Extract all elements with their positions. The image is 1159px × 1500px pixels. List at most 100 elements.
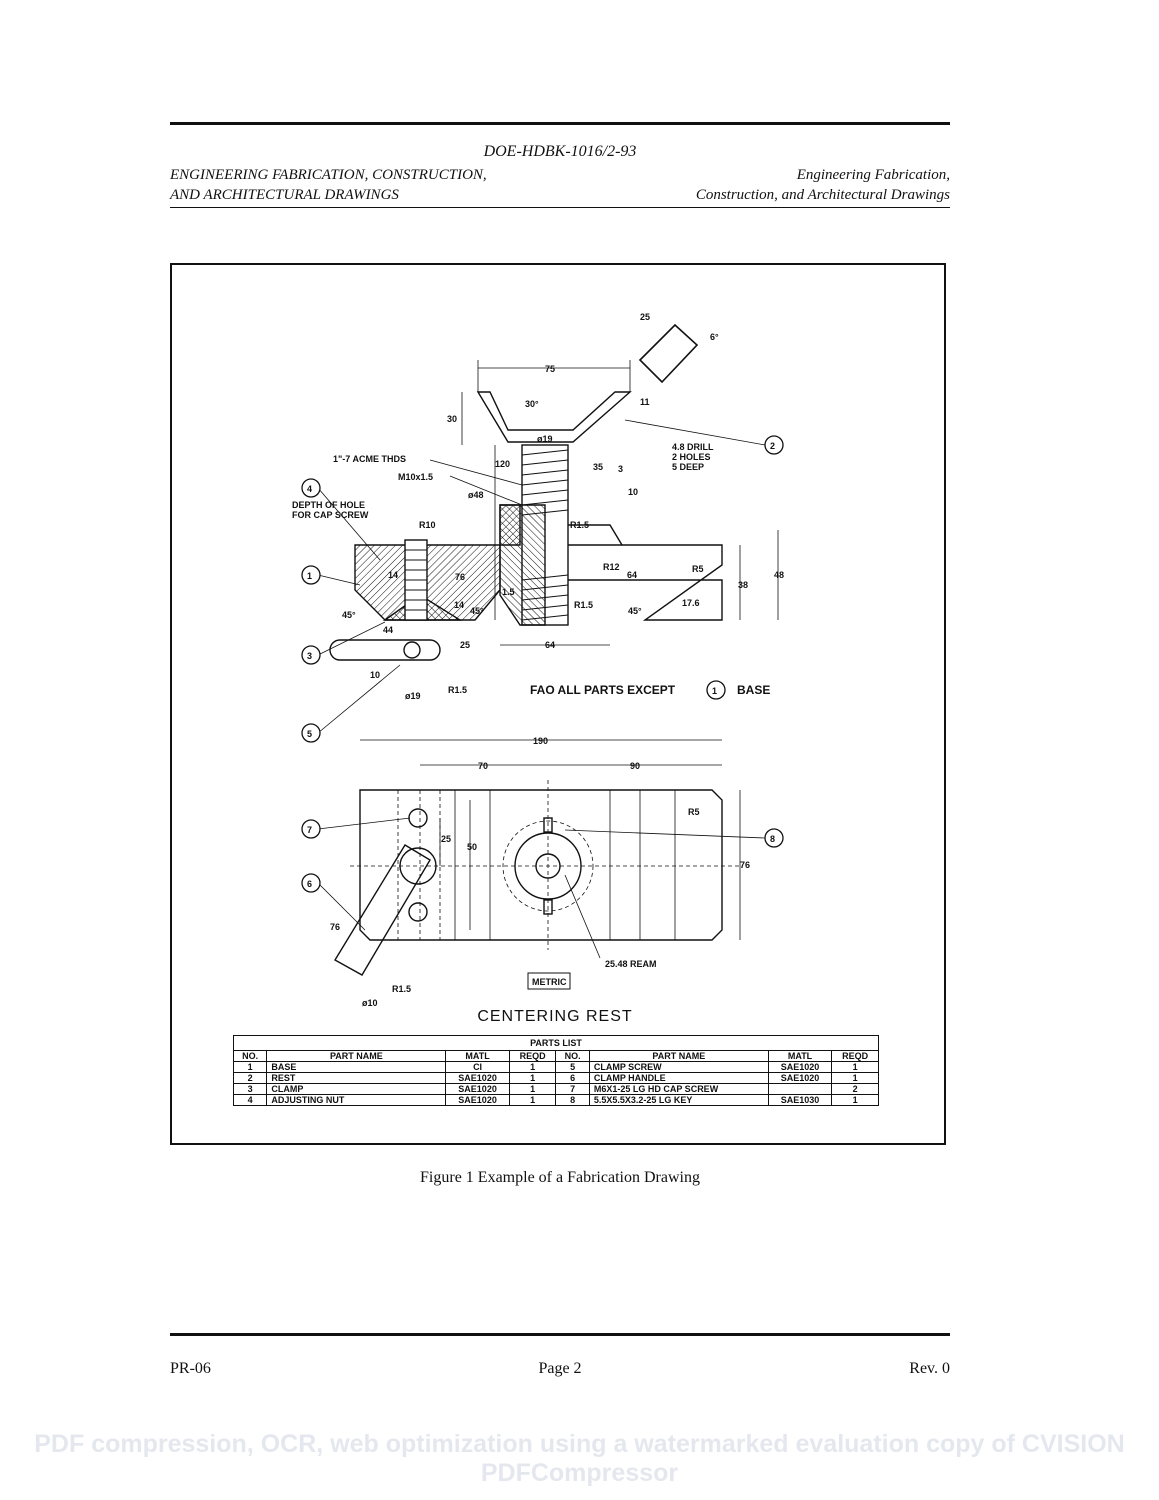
balloon-2: 2 [770,441,775,451]
drill-note-3: 5 DEEP [672,462,704,472]
footer-right: Rev. 0 [909,1360,950,1377]
doc-number: DOE-HDBK-1016/2-93 [483,143,637,160]
cell: SAE1020 [767,1061,833,1073]
header-underline [170,207,950,208]
parts-list-table: PARTS LIST NO. PART NAME MATL REQD NO. P… [232,1035,879,1106]
cell: 7 [555,1083,590,1095]
dim-75: 75 [545,364,555,374]
footer-rule [170,1333,950,1336]
dim-45a: 45° [342,610,356,620]
dim-64a: 64 [627,570,637,580]
cell: REST [266,1072,447,1084]
header-rule [170,122,950,125]
cell: 1 [831,1061,879,1073]
dim-r5a: R5 [692,564,704,574]
metric-label: METRIC [532,977,567,987]
dim-120: 120 [495,459,510,469]
table-row: 1 BASE CI 1 5 CLAMP SCREW SAE1020 1 [232,1061,879,1073]
balloon-3: 3 [307,651,312,661]
dim-phi10: ø10 [362,998,378,1008]
cell: M6X1-25 LG HD CAP SCREW [588,1083,769,1095]
plan-base [359,789,723,941]
dim-70: 70 [478,761,488,771]
dim-25c: 25 [441,834,451,844]
header-reqd-2: REQD [831,1050,879,1062]
nut-section [499,504,546,626]
cell: 8 [555,1094,590,1106]
balloon-5: 5 [307,729,312,739]
header-no: NO. [232,1050,268,1062]
table-row: 2 REST SAE1020 1 6 CLAMP HANDLE SAE1020 … [232,1072,879,1084]
rest-outer [514,832,582,900]
dim-r15a: R1.5 [570,520,589,530]
header-left-line1: ENGINEERING FABRICATION, CONSTRUCTION, [170,167,487,183]
depth-note-1: DEPTH OF HOLE [292,500,365,510]
cell: 2 [831,1083,879,1095]
m10-note: M10x1.5 [398,472,433,482]
note-part-balloon: 1 [712,686,717,696]
header-right-line2: Construction, and Architectural Drawings [695,187,950,203]
dim-phi19: ø19 [537,434,553,444]
table-row: 3 CLAMP SAE1020 1 7 M6X1-25 LG HD CAP SC… [232,1083,879,1095]
dim-30deg: 30° [525,399,539,409]
parts-list-caption: PARTS LIST [233,1035,879,1051]
cell: 1 [508,1072,557,1084]
cell: 3 [232,1083,268,1095]
cell: 5 [555,1061,590,1073]
dim-45c: 45° [628,606,642,616]
dim-35: 35 [593,462,603,472]
dim-38: 38 [738,580,748,590]
drill-note-1: 4.8 DRILL [672,442,714,452]
drill-note-2: 2 HOLES [672,452,711,462]
cell: SAE1020 [767,1072,833,1084]
table-row: 4 ADJUSTING NUT SAE1020 1 8 5.5X5.5X3.2-… [232,1094,879,1106]
depth-note-2: FOR CAP SCREW [292,510,369,520]
cell: CLAMP SCREW [588,1061,769,1073]
dim-76c: 76 [330,922,340,932]
dim-10a: 10 [628,487,638,497]
fao-note: FAO ALL PARTS EXCEPT [530,683,676,697]
cell: BASE [266,1061,447,1073]
handle-plan [334,844,431,976]
dim-190: 190 [533,736,548,746]
cell: CI [445,1061,510,1073]
cell: SAE1020 [445,1094,510,1106]
footer-center: Page 2 [538,1360,582,1377]
dim-30: 30 [447,414,457,424]
balloon-7: 7 [307,825,312,835]
cell: CLAMP HANDLE [588,1072,769,1084]
balloon-8: 8 [770,834,775,844]
dim-76a: 76 [455,572,465,582]
cell: 5.5X5.5X3.2-25 LG KEY [588,1094,769,1106]
dim-1-5: 1.5 [502,587,515,597]
watermark: PDF compression, OCR, web optimization u… [34,1430,1125,1487]
cell: 1 [508,1061,557,1073]
cell: SAE1020 [445,1083,510,1095]
tilted-jaw [638,323,699,384]
clamp-hole [399,847,437,885]
cell: SAE1020 [445,1072,510,1084]
dim-3: 3 [618,464,623,474]
dim-r15d: R1.5 [392,984,411,994]
cell: 1 [508,1083,557,1095]
header-no-2: NO. [555,1050,590,1062]
dim-14a: 14 [388,570,398,580]
dim-14b: 14 [454,600,464,610]
dim-11: 11 [640,397,650,407]
screw-hole-bottom [408,902,428,922]
drawing-title: CENTERING REST [477,1008,633,1025]
cell: SAE1030 [767,1094,833,1106]
header-right-line1: Engineering Fabrication, [796,167,950,183]
dim-44: 44 [383,625,393,635]
dim-64b: 64 [545,640,555,650]
balloon-6: 6 [307,879,312,889]
cell: 6 [555,1072,590,1084]
cell: 1 [831,1072,879,1084]
dim-25a: 25 [640,312,650,322]
cell: 2 [232,1072,268,1084]
v-rest [476,391,632,443]
dim-90: 90 [630,761,640,771]
balloon-4: 4 [307,484,312,494]
cell: ADJUSTING NUT [266,1094,447,1106]
figure-frame [170,263,946,1145]
